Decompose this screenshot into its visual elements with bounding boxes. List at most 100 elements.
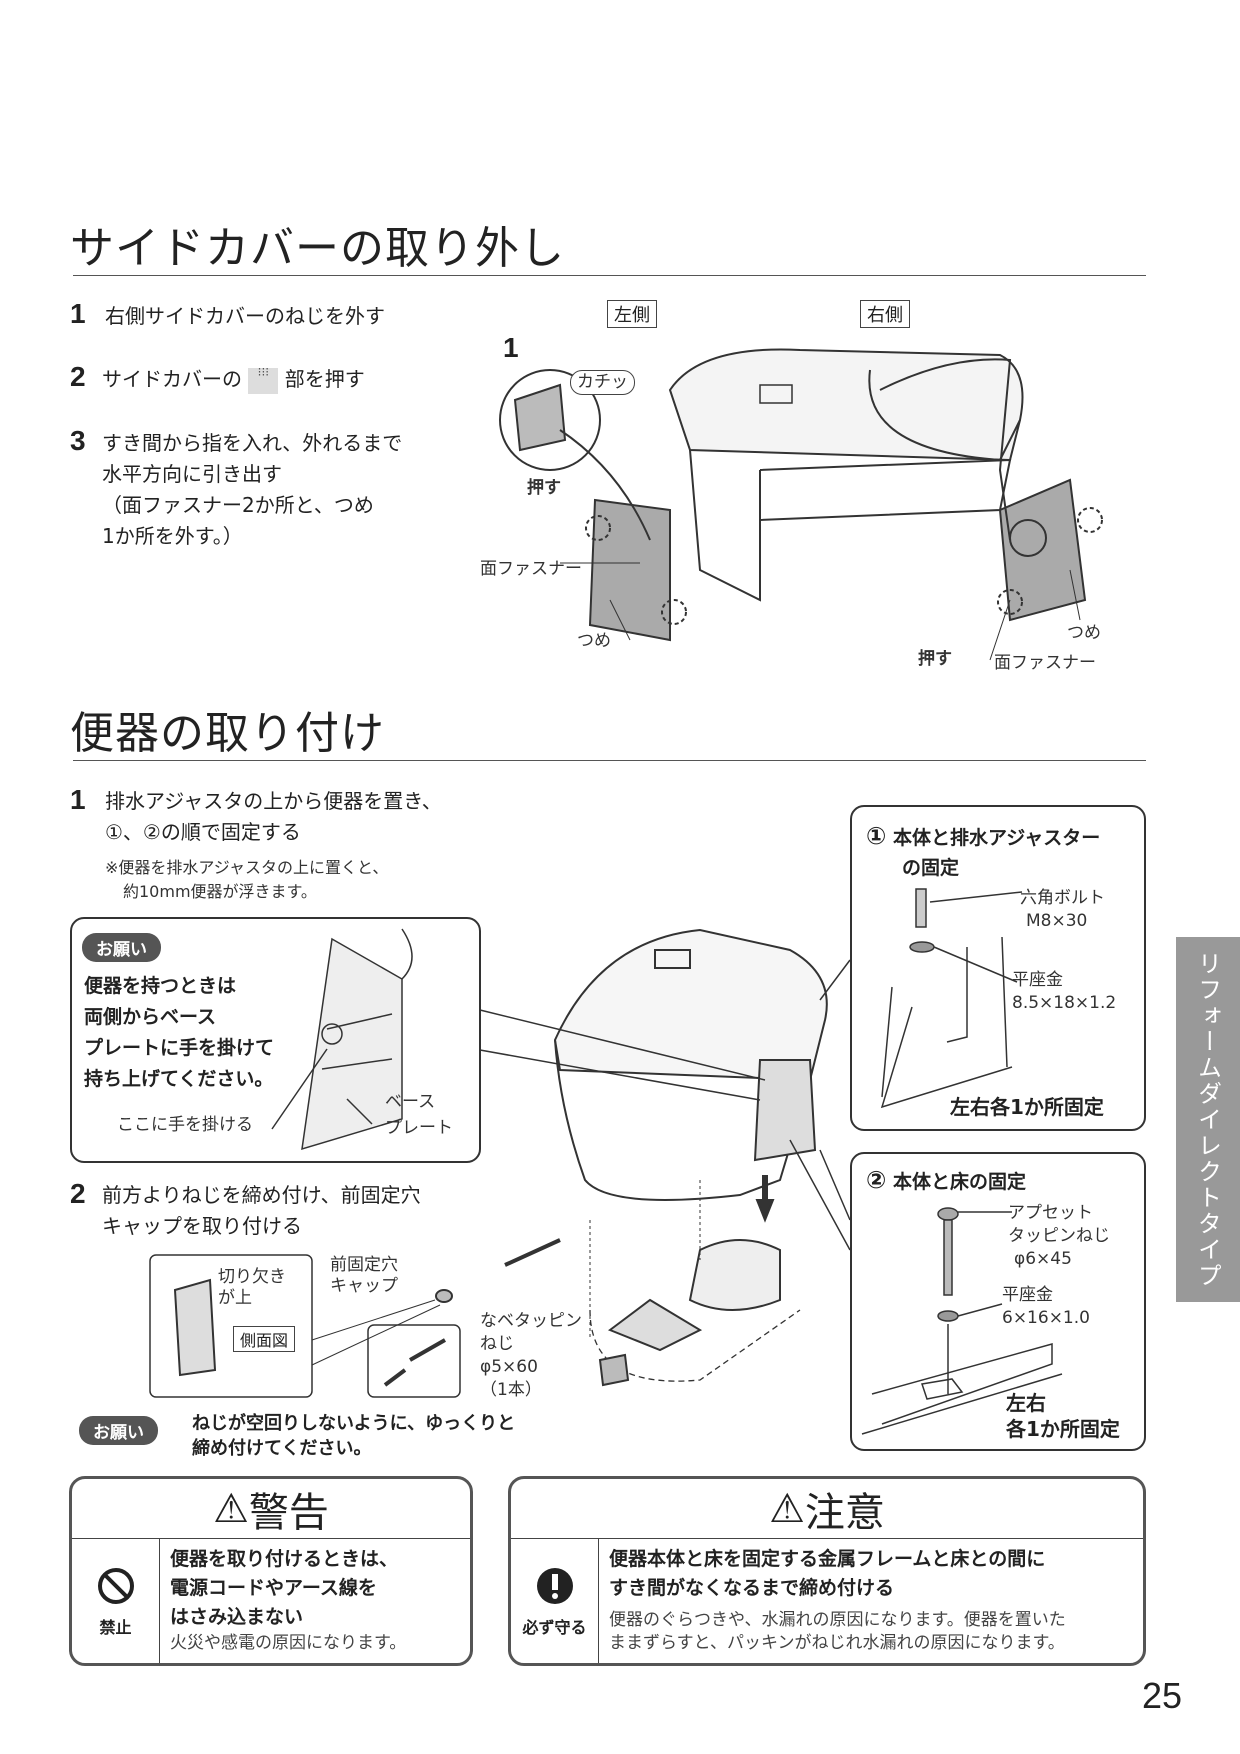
circled-number: ② — [866, 1166, 887, 1194]
line: ベース — [385, 1092, 436, 1112]
cap-label: 前固定穴 キャップ — [330, 1255, 398, 1297]
line: タッピンねじ — [1008, 1226, 1110, 1246]
click-callout: カチッ — [570, 370, 635, 395]
caution-title: 注意 — [804, 1489, 885, 1536]
base-plate-illustration — [271, 928, 413, 1151]
screw-label: なベタッピン ねじ φ5×60 （1本） — [480, 1310, 582, 1402]
line: 平座金 — [1012, 970, 1063, 990]
step-text-part: 部を押す — [284, 367, 365, 391]
line: なベタッピン — [480, 1311, 582, 1331]
line: 排水アジャスタの上から便器を置き、 — [105, 789, 442, 813]
line: ①、②の順で固定する — [105, 820, 301, 844]
line: （1本） — [480, 1380, 542, 1400]
line: 切り欠き — [218, 1267, 286, 1287]
request-box: お願い 便器を持つときは 両側からベース プレートに手を掛けて 持ち上げてくださ… — [70, 917, 481, 1163]
exclamation-icon — [536, 1568, 573, 1604]
fix2-footer: 左右 各1か所固定 — [1006, 1390, 1120, 1442]
warning-text: 便器を取り付けるときは、 電源コードやアース線を はさみ込まない 火災や感電の原… — [160, 1539, 416, 1663]
warning-subtext: 火災や感電の原因になります。 — [170, 1633, 407, 1653]
step-number: 1 — [70, 784, 86, 815]
caution-box: ⚠ 注意 必ず守る 便器本体と床を固定する金属フレームと床との間に すき間がなく… — [508, 1476, 1146, 1666]
line: M8×30 — [1026, 911, 1088, 931]
warning-box: ⚠ 警告 禁止 便器を取り付けるときは、 電源コードやアース線を はさみ込まない… — [69, 1476, 473, 1666]
line: が上 — [218, 1288, 252, 1308]
line: すき間がなくなるまで締め付ける — [609, 1577, 895, 1599]
line: 左右 — [1006, 1391, 1046, 1415]
line: 各1か所固定 — [1006, 1417, 1120, 1441]
line: 平座金 — [1002, 1285, 1053, 1305]
line: 持ち上げてください。 — [84, 1068, 274, 1090]
toilet-illustration — [149, 928, 851, 1398]
line: ※便器を排水アジャスタの上に置くと、 — [105, 858, 389, 877]
prohibited-icon — [97, 1568, 134, 1604]
fix1-title: ① 本体と排水アジャスター の固定 — [866, 821, 1100, 883]
washer-label: 平座金 6×16×1.0 — [1002, 1284, 1090, 1330]
warning-triangle-icon: ⚠ — [213, 1485, 249, 1532]
bolt-label: 六角ボルト M8×30 — [1020, 887, 1105, 933]
caution-text: 便器本体と床を固定する金属フレームと床との間に すき間がなくなるまで締め付ける … — [599, 1539, 1076, 1663]
line: 前固定穴 — [330, 1255, 398, 1275]
fixing-box-drain-adjuster: ① 本体と排水アジャスター の固定 六角ボルト M8×30 平座金 8.5×18… — [850, 805, 1146, 1131]
request-badge: お願い — [79, 1416, 158, 1445]
fastener-label: 面ファスナー — [480, 559, 582, 579]
line: アプセット — [1008, 1203, 1093, 1223]
line: 便器を持つときは — [84, 975, 237, 997]
circled-number: ① — [866, 822, 887, 850]
side-tab: リフォームダイレクトタイプ — [1176, 937, 1240, 1302]
request-text: 便器を持つときは 両側からベース プレートに手を掛けて 持ち上げてください。 — [84, 971, 274, 1095]
mandatory-label: 必ず守る — [522, 1618, 587, 1637]
caution-header: ⚠ 注意 — [511, 1479, 1143, 1539]
prohibited-column: 禁止 — [72, 1539, 160, 1663]
caution-subtext: 便器のぐらつきや、水漏れの原因になります。便器を置いた — [609, 1610, 1066, 1630]
fix1-footer: 左右各1か所固定 — [950, 1095, 1104, 1119]
bolt-illustration — [880, 888, 1023, 1109]
line: 本体と床の固定 — [892, 1171, 1026, 1193]
step-number: 1 — [70, 298, 86, 329]
request-text: ねじが空回りしないように、ゆっくりと 締め付けてください。 — [192, 1411, 515, 1461]
right-side-tag: 右側 — [860, 300, 910, 328]
warning-header: ⚠ 警告 — [72, 1479, 470, 1539]
step-number: 2 — [70, 1178, 86, 1209]
line: ねじが空回りしないように、ゆっくりと — [192, 1413, 516, 1434]
base-plate-label: ベース プレート — [385, 1089, 453, 1141]
line: 水平方向に引き出す — [102, 462, 282, 486]
claw-label: つめ — [577, 631, 611, 651]
push-label: 押す — [527, 478, 561, 498]
request-badge: お願い — [82, 933, 161, 962]
tapping-screw-illustration — [861, 1207, 1063, 1435]
line: （面ファスナー2か所と、つめ — [102, 493, 374, 517]
step-note: ※便器を排水アジャスタの上に置くと、 約10mm便器が浮きます。 — [105, 856, 388, 904]
step-text: サイドカバーの ⁝⁝⁝ 部を押す — [102, 364, 365, 395]
line: 締め付けてください。 — [192, 1438, 372, 1459]
dot-pattern-icon: ⁝⁝⁝ — [248, 366, 279, 394]
line: プレート — [385, 1118, 453, 1138]
step-text-part: サイドカバーの — [102, 367, 242, 391]
step-text: 前方よりねじを締め付け、前固定穴 キャップを取り付ける — [102, 1180, 421, 1242]
line: 前方よりねじを締め付け、前固定穴 — [102, 1183, 421, 1207]
step-text: すき間から指を入れ、外れるまで 水平方向に引き出す （面ファスナー2か所と、つめ… — [102, 428, 402, 552]
line: キャップを取り付ける — [102, 1214, 302, 1238]
line: の固定 — [902, 857, 960, 879]
line: プレートに手を掛けて — [84, 1037, 275, 1059]
fastener-label-right: 面ファスナー — [994, 653, 1096, 673]
line: 便器本体と床を固定する金属フレームと床との間に — [609, 1548, 1046, 1570]
line: φ6×45 — [1014, 1249, 1072, 1269]
washer-label: 平座金 8.5×18×1.2 — [1012, 969, 1116, 1015]
line: 本体と排水アジャスター — [892, 827, 1101, 849]
fix2-title: ② 本体と床の固定 — [866, 1166, 1026, 1194]
line: ねじ — [480, 1334, 514, 1354]
line: 1か所を外す。） — [102, 524, 243, 548]
diagram-step-number: 1 — [503, 332, 519, 363]
page-number: 25 — [1142, 1675, 1183, 1716]
side-view-tag: 側面図 — [233, 1326, 296, 1352]
screw-label: アプセット タッピンねじ φ6×45 — [1008, 1202, 1110, 1271]
claw-label-right: つめ — [1067, 623, 1101, 643]
line: 電源コードやアース線を — [170, 1577, 377, 1599]
warning-title: 警告 — [248, 1489, 329, 1536]
caution-subtext: ままずらすと、パッキンがねじれ水漏れの原因になります。 — [609, 1633, 1065, 1653]
line: すき間から指を入れ、外れるまで — [102, 431, 403, 455]
left-side-tag: 左側 — [607, 300, 657, 328]
line: 両側からベース — [84, 1006, 217, 1028]
line: 6×16×1.0 — [1002, 1308, 1090, 1328]
line: 六角ボルト — [1020, 888, 1105, 908]
